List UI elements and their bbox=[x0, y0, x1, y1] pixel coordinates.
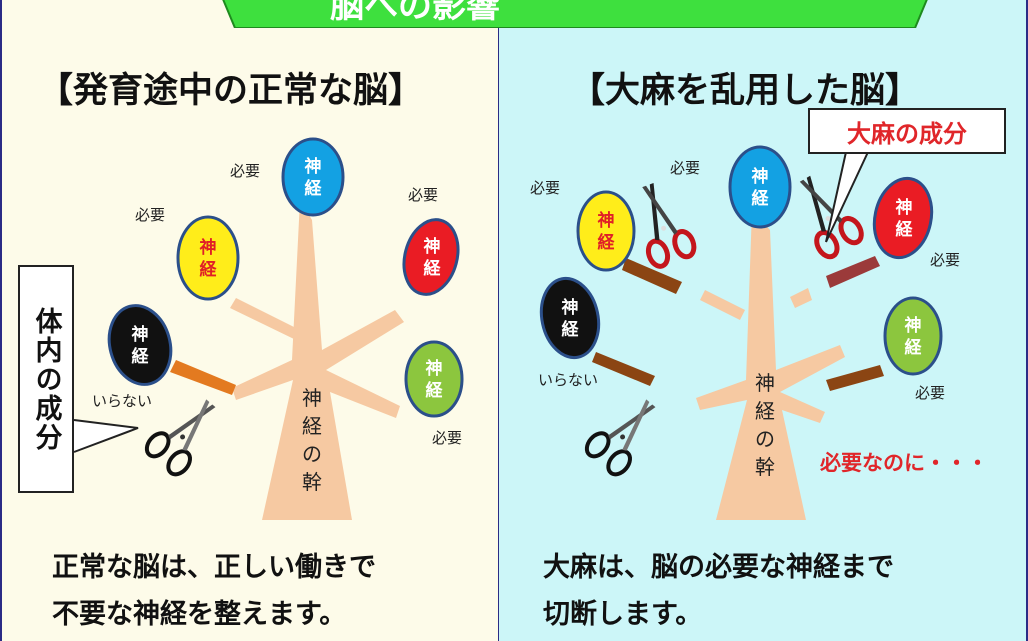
right-nerve-top: 神 経 bbox=[728, 145, 792, 229]
svg-text:神: 神 bbox=[896, 197, 913, 218]
right-trunk bbox=[696, 210, 845, 520]
right-red-scissors-left-icon bbox=[626, 177, 697, 269]
left-nerve-top: 神 経 bbox=[281, 137, 345, 217]
left-trunk-label-2: 経 bbox=[302, 414, 322, 438]
svg-text:神: 神 bbox=[752, 166, 769, 187]
left-nerve-upper-right: 神 経 bbox=[402, 218, 460, 296]
right-caption-line-2: 切断します。 bbox=[543, 599, 703, 630]
left-panel-title: 【発育途中の正常な脳】 bbox=[38, 71, 424, 111]
left-label-top: 必要 bbox=[230, 162, 260, 180]
svg-text:経: 経 bbox=[562, 319, 580, 340]
right-trunk-label-2: 経 bbox=[755, 399, 775, 423]
left-nerve-lower-right: 神 経 bbox=[404, 340, 464, 418]
left-caption-line-1: 正常な脳は、正しい働きで bbox=[52, 552, 376, 583]
right-trunk-label-3: の bbox=[755, 427, 775, 451]
left-label-upper-right: 必要 bbox=[408, 186, 438, 204]
svg-text:経: 経 bbox=[752, 188, 770, 209]
left-trunk-label-4: 幹 bbox=[302, 470, 322, 494]
left-trunk bbox=[232, 200, 404, 520]
node-label-char: 経 bbox=[305, 178, 323, 199]
right-nerve-upper-left: 神 経 bbox=[576, 190, 636, 272]
svg-text:神: 神 bbox=[905, 315, 922, 336]
right-label-lower-right: 必要 bbox=[915, 384, 945, 402]
svg-text:神: 神 bbox=[132, 324, 149, 345]
right-nerve-lower-right: 神 経 bbox=[883, 296, 943, 376]
right-trunk-label-1: 神 bbox=[755, 371, 775, 395]
right-panel-title: 【大麻を乱用した脳】 bbox=[570, 71, 921, 111]
right-branch-upper-left bbox=[700, 290, 745, 320]
svg-text:経: 経 bbox=[424, 258, 442, 279]
left-trunk-label-1: 神 bbox=[302, 386, 322, 410]
right-tree bbox=[592, 210, 884, 520]
right-severed-upper-right bbox=[826, 256, 880, 288]
svg-text:経: 経 bbox=[905, 337, 923, 358]
left-caption-line-2: 不要な神経を整えます。 bbox=[52, 599, 347, 630]
left-branch-lower-left-severed bbox=[170, 360, 236, 395]
banner-title: 脳への影響 bbox=[330, 0, 500, 26]
body-component-box: 体内の成分 bbox=[18, 265, 74, 493]
left-scissors-icon bbox=[140, 386, 231, 481]
right-nerve-upper-right: 神 経 bbox=[872, 176, 934, 260]
left-nerve-lower-left: 神 経 bbox=[107, 304, 173, 386]
right-warning-text: 必要なのに・・・ bbox=[820, 451, 988, 475]
left-branch-upper-left bbox=[230, 298, 300, 340]
right-label-upper-right: 必要 bbox=[930, 251, 960, 269]
svg-text:神: 神 bbox=[598, 210, 615, 231]
cannabis-component-box: 大麻の成分 bbox=[808, 108, 1006, 154]
left-panel bbox=[0, 0, 500, 641]
right-branch-upper-right bbox=[790, 288, 812, 308]
svg-text:経: 経 bbox=[132, 346, 150, 367]
left-callout-pointer bbox=[73, 419, 139, 453]
right-nerve-lower-left: 神 経 bbox=[539, 276, 601, 360]
left-label-upper-left: 必要 bbox=[135, 206, 165, 224]
right-scissors-icon bbox=[580, 386, 671, 481]
left-nerve-upper-left: 神 経 bbox=[176, 215, 240, 301]
svg-text:神: 神 bbox=[562, 297, 579, 318]
left-trunk-label-3: の bbox=[302, 442, 322, 466]
node-label-char: 神 bbox=[305, 156, 322, 177]
right-label-top: 必要 bbox=[670, 159, 700, 177]
cannabis-component-text: 大麻の成分 bbox=[847, 119, 967, 148]
right-severed-upper-left bbox=[622, 258, 682, 294]
right-caption-line-1: 大麻は、脳の必要な神経まで bbox=[543, 552, 894, 583]
right-severed-lower-right bbox=[826, 365, 884, 391]
svg-text:神: 神 bbox=[200, 237, 217, 258]
svg-text:経: 経 bbox=[200, 259, 218, 280]
left-label-lower-left: いらない bbox=[92, 392, 152, 410]
body-component-text: 体内の成分 bbox=[30, 306, 62, 452]
svg-text:経: 経 bbox=[426, 380, 444, 401]
right-label-lower-left: いらない bbox=[538, 371, 598, 389]
left-tree bbox=[170, 200, 404, 520]
right-trunk-label-4: 幹 bbox=[755, 455, 775, 479]
svg-text:神: 神 bbox=[424, 236, 441, 257]
right-severed-lower-left bbox=[592, 352, 655, 386]
right-label-upper-left: 必要 bbox=[530, 179, 560, 197]
left-label-lower-right: 必要 bbox=[432, 429, 462, 447]
svg-text:経: 経 bbox=[598, 232, 616, 253]
svg-text:経: 経 bbox=[896, 219, 914, 240]
title-banner bbox=[222, 0, 928, 28]
right-callout-pointer bbox=[825, 151, 869, 243]
svg-text:神: 神 bbox=[426, 358, 443, 379]
